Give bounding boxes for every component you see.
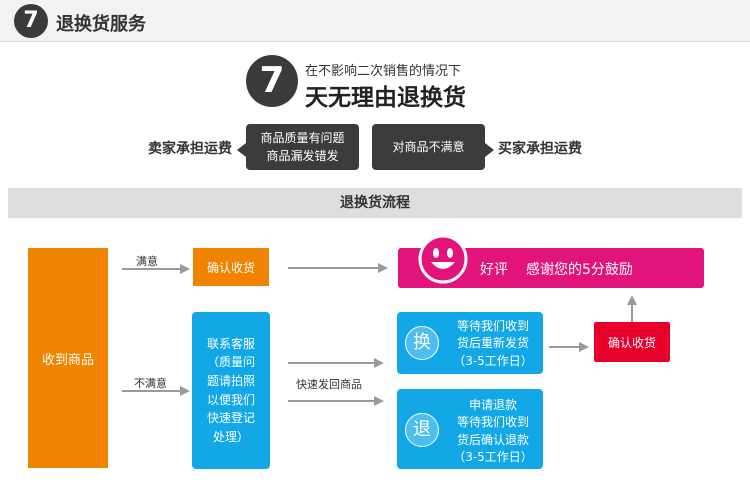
to-exchange-arrow-head [374,358,384,368]
smiley-face-icon [418,234,468,284]
exchange-icon: 换 [405,326,439,360]
to-review-arrow-head [378,263,388,273]
section-header: 7 退换货服务 [0,0,750,42]
satisfied-arrow-line [122,268,180,270]
review-box: 好评 感谢您的5分鼓励 [398,234,704,288]
flow-band-title: 退换货流程 [8,188,742,218]
hero-title: 天无理由退换货 [305,85,466,111]
hero-number-badge: 7 [246,55,298,107]
to-exchange-arrow-line [288,362,374,364]
buyer-reason-text: 对商品不满意 [392,140,465,154]
not-satisfied-arrow-head [180,386,190,396]
header-number-badge: 7 [14,4,48,38]
confirm-receipt2-box: 确认收货 [594,322,670,362]
exchange-text: 等待我们收到 货后重新发货 （3-5工作日） [445,318,541,370]
exchange-line-1: 等待我们收到 [456,319,529,333]
up-arrow-line [631,305,633,322]
contact-service-box: 联系客服 （质量问 题请拍照 以便我们 快速登记 处理） [192,312,270,469]
seller-reason-box: 商品质量有问题 商品漏发错发 [246,124,359,170]
contact-line-4: 以便我们 [206,392,255,407]
buyer-arrow [485,143,494,157]
satisfied-arrow-head [180,264,190,274]
contact-line-6: 处理） [212,429,249,444]
not-satisfied-label: 不满意 [134,377,167,390]
return-quick-label: 快速发回商品 [296,378,362,391]
confirm-receipt2-text: 确认收货 [607,335,656,350]
review-title: 好评 [480,262,508,278]
refund-text: 申请退款 等待我们收到 货后确认退款 （3-5工作日） [445,397,541,467]
contact-line-2: （质量问 [206,355,255,370]
to-review-arrow-line [288,267,378,269]
contact-line-5: 快速登记 [206,411,255,426]
buyer-reason-box: 对商品不满意 [372,124,485,170]
seller-pays-label: 卖家承担运费 [148,141,232,157]
to-confirm2-arrow-line [549,346,579,348]
refund-line-1: 申请退款 [468,398,517,412]
seller-arrow [237,143,246,157]
seller-reason-line1: 商品质量有问题 [260,131,345,145]
received-goods-box: 收到商品 [28,248,108,468]
not-satisfied-arrow-line [122,390,180,392]
refund-icon: 退 [405,413,439,447]
confirm-receipt-text: 确认收货 [206,260,255,275]
exchange-line-3: （3-5工作日） [453,353,533,368]
received-goods-text: 收到商品 [41,352,94,368]
review-text: 感谢您的5分鼓励 [526,262,633,278]
refund-line-2: 等待我们收到 [456,415,529,430]
to-refund-arrow-line [288,400,374,402]
hero-subtitle: 在不影响二次销售的情况下 [305,64,462,79]
confirm-receipt-box: 确认收货 [193,248,269,286]
refund-line-3: 货后确认退款 [456,432,529,447]
exchange-box: 换 等待我们收到 货后重新发货 （3-5工作日） [397,312,543,374]
seller-reason-line2: 商品漏发错发 [266,149,339,163]
contact-line-3: 题请拍照 [206,373,255,388]
header-title: 退换货服务 [56,14,146,35]
buyer-pays-label: 买家承担运费 [498,141,582,157]
to-confirm2-arrow-head [579,342,589,352]
up-arrow-head [627,295,637,305]
refund-box: 退 申请退款 等待我们收到 货后确认退款 （3-5工作日） [397,389,543,469]
to-refund-arrow-head [374,396,384,406]
contact-line-1: 联系客服 [206,336,255,351]
refund-line-4: （3-5工作日） [453,450,533,465]
exchange-line-2: 货后重新发货 [456,336,529,351]
satisfied-label: 满意 [136,255,158,268]
